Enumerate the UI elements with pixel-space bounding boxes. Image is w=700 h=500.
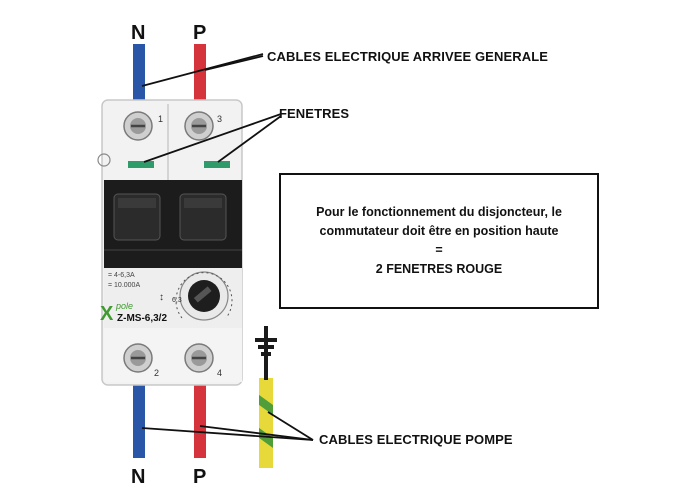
supply-cables-callout: CABLES ELECTRIQUE ARRIVEE GENERALE — [267, 49, 549, 64]
window-indicator-left — [128, 161, 154, 168]
windows-callout: FENETRES — [279, 106, 350, 121]
info-line-4: 2 FENETRES ROUGE — [375, 262, 503, 276]
top-terminal-screw-icon — [123, 111, 214, 141]
neutral-top-label: N — [131, 22, 146, 44]
pump-cables-callout: CABLES ELECTRIQUE POMPE — [319, 432, 513, 447]
info-line-1: Pour le fonctionnement du disjoncteur, l… — [316, 205, 562, 219]
spec-current-label: = 4-6,3A — [108, 272, 135, 279]
arrow-up-down-icon: ↕ — [159, 292, 164, 303]
certification-mark-icon — [97, 153, 111, 167]
bottom-terminal-screw-icon — [123, 343, 214, 373]
brand-x-logo: X — [100, 303, 114, 325]
terminal-number-1: 1 — [158, 114, 163, 124]
earth-symbol-icon — [255, 326, 277, 356]
info-box: Pour le fonctionnement du disjoncteur, l… — [279, 173, 599, 309]
phase-top-label: P — [193, 22, 207, 44]
dial-scale-icon — [175, 272, 233, 319]
info-line-3: = — [435, 243, 443, 257]
terminal-number-2: 2 — [154, 368, 159, 378]
phase-bottom-label: P — [193, 466, 207, 488]
phase-wire-top — [194, 44, 206, 109]
dial-value-label: 6,3 — [172, 297, 182, 304]
neutral-wire-top — [133, 44, 145, 109]
spec-breaking-label: = 10.000A — [108, 282, 140, 289]
model-label: Z-MS-6,3/2 — [117, 313, 167, 324]
phase-wire-bottom — [194, 380, 206, 458]
info-line-2: commutateur doit être en position haute — [319, 224, 559, 238]
terminal-number-3: 3 — [217, 114, 222, 124]
window-indicator-right — [204, 161, 230, 168]
circuit-breaker: 6,3 ↕ = 4-6,3A = 10.000A X pole Z-MS-6,3… — [97, 99, 243, 386]
brand-label: pole — [115, 301, 133, 311]
current-setting-dial[interactable] — [179, 271, 229, 321]
neutral-wire-bottom — [133, 380, 145, 458]
callout-leader-lines — [141, 53, 314, 441]
terminal-number-4: 4 — [217, 368, 222, 378]
neutral-bottom-label: N — [131, 466, 146, 488]
